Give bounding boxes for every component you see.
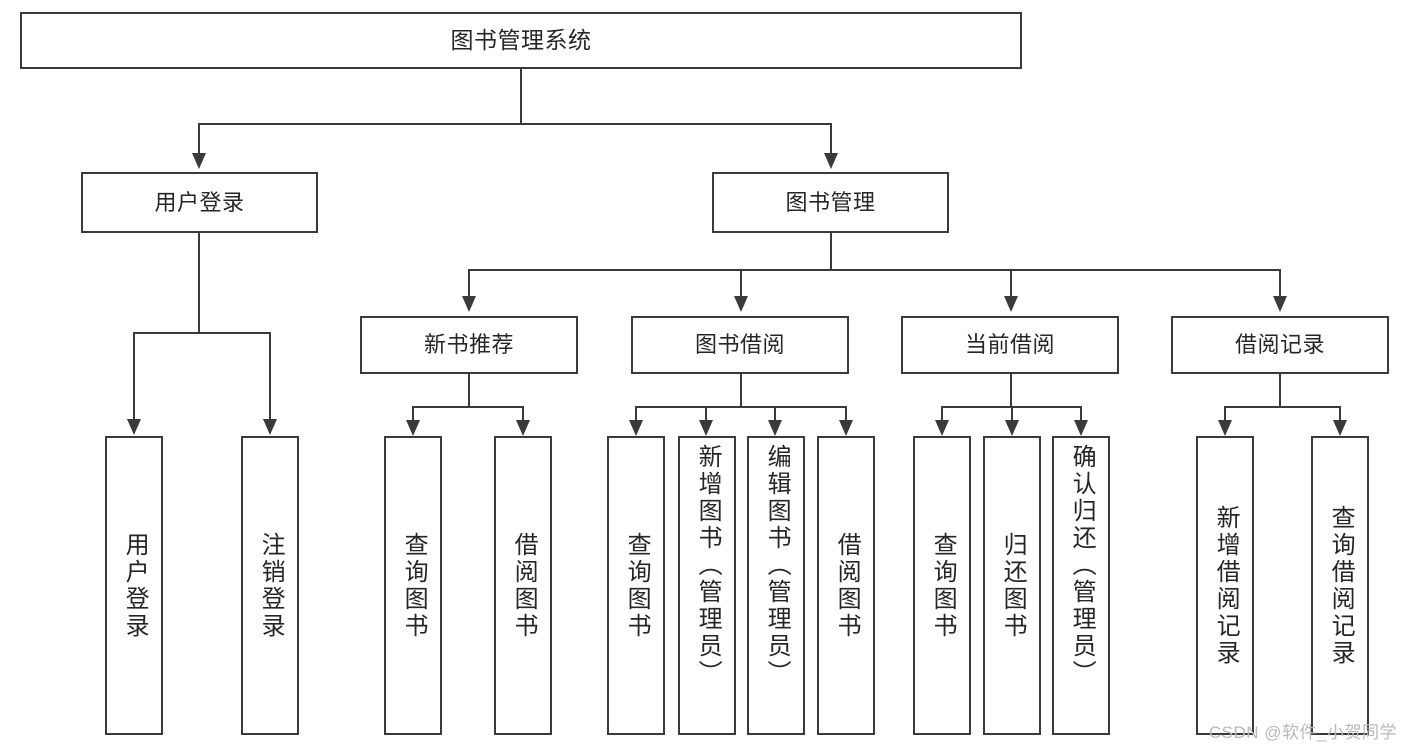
node-borrow-record[interactable]: 借阅记录 [1171,316,1389,374]
connector-cb-stem [1010,374,1012,407]
connector-user-login-bus [133,332,270,334]
connector-nbr-to-leaf-2 [522,406,524,422]
arrow-user-login-to-leaf-2 [263,419,277,435]
connector-user-login-stem [198,233,200,333]
connector-bb-to-leaf-1 [635,406,637,422]
connector-br-to-leaf-2 [1339,406,1341,422]
connector-nbr-bus [412,406,524,408]
leaf-nbr-borrow-book[interactable]: 借阅图书 [494,436,552,735]
arrow-cb-to-leaf-2 [1005,420,1019,436]
arrow-br-to-leaf-1 [1218,420,1232,436]
connector-bm-to-current-borrow [1010,269,1012,297]
connector-bb-to-leaf-4 [845,406,847,422]
leaf-cb-query-book[interactable]: 查询图书 [913,436,971,735]
arrow-cb-to-leaf-3 [1074,420,1088,436]
node-current-borrow[interactable]: 当前借阅 [901,316,1119,374]
arrow-root-to-user-login [192,153,206,169]
connector-nbr-to-leaf-1 [412,406,414,422]
arrow-root-to-book-management [824,153,838,169]
leaf-user-login-logout[interactable]: 注销登录 [241,436,299,735]
node-root-book-management-system[interactable]: 图书管理系统 [20,12,1022,69]
arrow-bm-to-current-borrow [1004,296,1018,312]
connector-br-stem [1279,374,1281,407]
arrow-nbr-to-leaf-2 [516,420,530,436]
connector-cb-to-leaf-2 [1011,406,1013,422]
arrow-bm-to-new-book [462,296,476,312]
connector-root-bus [198,123,832,125]
connector-book-management-stem [830,233,832,271]
connector-bb-to-leaf-2 [705,406,707,422]
leaf-br-add-record[interactable]: 新增借阅记录 [1196,436,1254,735]
connector-bb-stem [740,374,742,407]
leaf-user-login-login[interactable]: 用户登录 [105,436,163,735]
arrow-bb-to-leaf-1 [629,420,643,436]
connector-bm-to-book-borrow [740,269,742,297]
leaf-br-query-record[interactable]: 查询借阅记录 [1311,436,1369,735]
arrow-bm-to-book-borrow [734,296,748,312]
connector-book-management-bus [468,269,1280,271]
leaf-cb-confirm-return-admin[interactable]: 确认归还（管理员） [1052,436,1110,735]
connector-bm-to-new-book [468,269,470,297]
arrow-br-to-leaf-2 [1333,420,1347,436]
connector-bb-to-leaf-3 [774,406,776,422]
connector-br-to-leaf-1 [1224,406,1226,422]
leaf-bb-add-book-admin[interactable]: 新增图书（管理员） [678,436,736,735]
node-new-book-recommend[interactable]: 新书推荐 [360,316,578,374]
csdn-watermark: CSDN @软件_小贺同学 [1208,723,1397,742]
arrow-user-login-to-leaf-1 [127,419,141,435]
leaf-cb-return-book[interactable]: 归还图书 [983,436,1041,735]
connector-root-to-book-management [830,123,832,155]
leaf-bb-borrow-book[interactable]: 借阅图书 [817,436,875,735]
connector-bb-bus [635,406,847,408]
arrow-bb-to-leaf-4 [839,420,853,436]
node-user-login[interactable]: 用户登录 [81,172,318,233]
arrow-bb-to-leaf-2 [699,420,713,436]
leaf-bb-query-book[interactable]: 查询图书 [607,436,665,735]
node-book-management[interactable]: 图书管理 [712,172,949,233]
leaf-nbr-query-book[interactable]: 查询图书 [384,436,442,735]
connector-br-bus [1224,406,1341,408]
connector-root-to-user-login [198,123,200,155]
connector-cb-to-leaf-3 [1080,406,1082,422]
connector-root-stem [520,69,522,124]
arrow-bm-to-borrow-record [1273,296,1287,312]
arrow-cb-to-leaf-1 [935,420,949,436]
connector-cb-to-leaf-1 [941,406,943,422]
node-book-borrow[interactable]: 图书借阅 [631,316,849,374]
arrow-bb-to-leaf-3 [768,420,782,436]
arrow-nbr-to-leaf-1 [406,420,420,436]
connector-bm-to-borrow-record [1279,269,1281,297]
connector-user-login-to-leaf-2 [269,332,271,420]
connector-nbr-stem [468,374,470,407]
connector-user-login-to-leaf-1 [133,332,135,420]
leaf-bb-edit-book-admin[interactable]: 编辑图书（管理员） [747,436,805,735]
